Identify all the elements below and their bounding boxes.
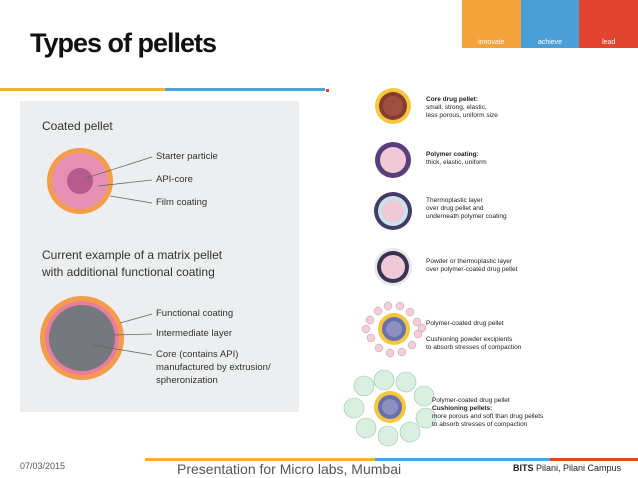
footer-campus: BITS Pilani, Pilani Campus xyxy=(513,463,622,473)
label-starter-particle: Starter particle xyxy=(156,151,218,162)
label-film-coating: Film coating xyxy=(156,197,208,208)
accent-bar-blue xyxy=(165,88,325,91)
label-core-api-2: manufactured by extrusion/ xyxy=(156,362,271,373)
brand-achieve: achieve xyxy=(520,0,580,48)
brand-innovate: innovate xyxy=(462,0,521,48)
powder-layer-text: Powder or thermoplastic layer over polym… xyxy=(426,258,518,273)
polymer-coating-text: Polymer coating: thick, elastic, uniform xyxy=(426,151,487,166)
label-intermediate-layer: Intermediate layer xyxy=(156,328,233,339)
matrix-pellet-heading-2: with additional functional coating xyxy=(42,265,215,279)
cushioning-powder-text: Polymer-coated drug pellet Cushioning po… xyxy=(426,320,522,351)
thermoplastic-layer-text: Thermoplastic layer over drug pellet and… xyxy=(426,197,507,220)
pellet-diagram xyxy=(40,148,153,380)
matrix-core xyxy=(49,305,115,371)
matrix-pellet-heading-1: Current example of a matrix pellet xyxy=(42,248,223,262)
brand-banner: innovate achieve lead xyxy=(462,0,638,48)
starter-particle xyxy=(67,168,93,194)
accent-bar-gold xyxy=(0,88,165,91)
accent-dot-red xyxy=(326,89,329,92)
label-api-core: API-core xyxy=(156,174,193,185)
footer-date: 07/03/2015 xyxy=(20,461,66,471)
core-drug-pellet-text: Core drug pellet: small, strong, elastic… xyxy=(426,96,498,119)
label-functional-coating: Functional coating xyxy=(156,308,234,319)
coated-pellet-heading: Coated pellet xyxy=(42,119,113,133)
cushioning-pellets-text: Polymer-coated drug pellet Cushioning pe… xyxy=(432,397,544,428)
footer-bar-red xyxy=(550,458,638,461)
pellet-diagram-panel: Coated pellet Starter particle API-core … xyxy=(20,101,299,412)
footer-presentation: Presentation for Micro labs, Mumbai xyxy=(177,461,402,477)
label-core-api: Core (contains API) xyxy=(156,349,239,360)
label-core-api-3: spheronization xyxy=(156,375,218,386)
footer-bar-gold xyxy=(145,458,375,461)
footer-bar-blue xyxy=(375,458,550,461)
brand-lead: lead xyxy=(579,0,638,48)
pellet-stages-illustration xyxy=(343,88,437,447)
slide-title: Types of pellets xyxy=(30,28,217,58)
